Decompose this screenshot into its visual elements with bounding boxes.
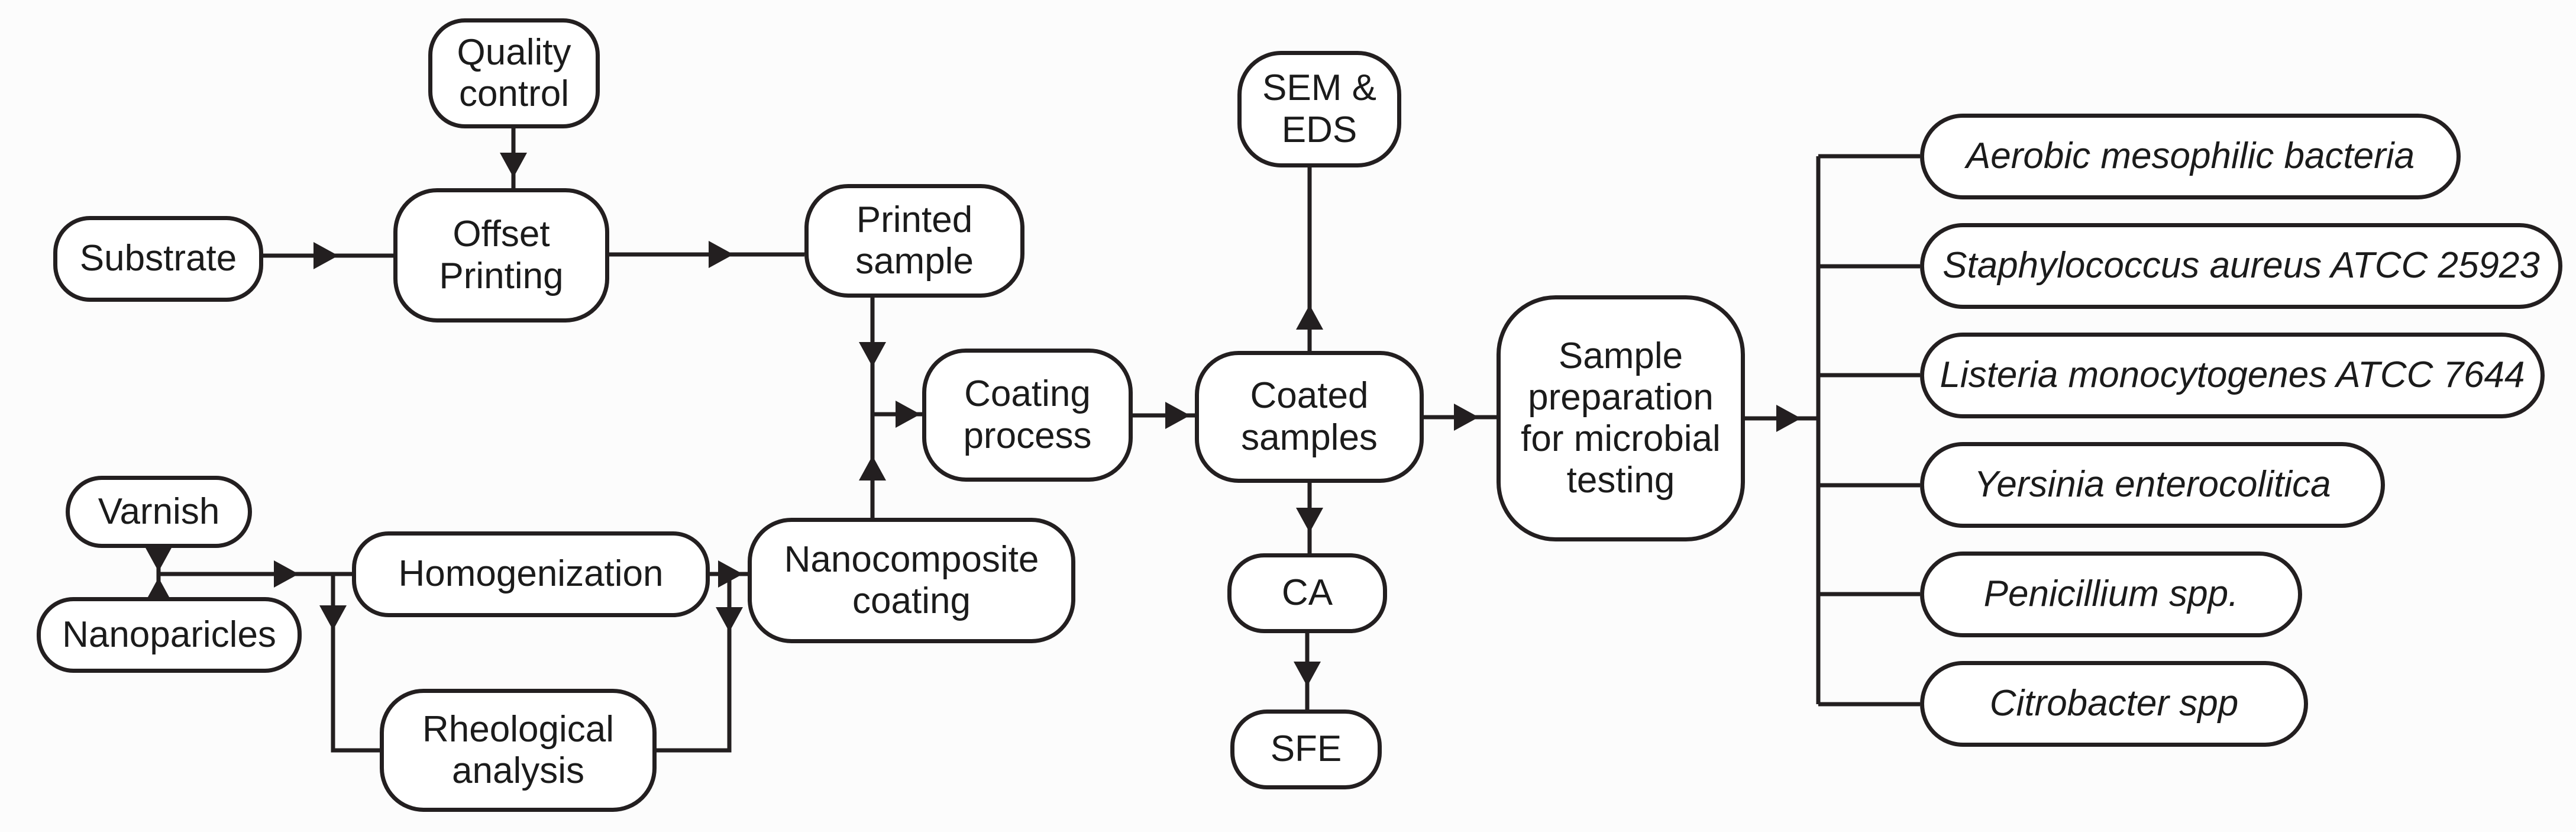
arrowhead-down-icon — [1294, 662, 1321, 686]
connector-homogenized-to-rheological — [657, 574, 732, 753]
node-sfe: SFE — [1230, 710, 1382, 789]
node-nanocomposite-coating: Nanocomposite coating — [748, 518, 1075, 643]
node-coated-samples: Coated samples — [1195, 351, 1424, 483]
node-offset-printing: Offset Printing — [393, 188, 609, 323]
arrowhead-up-icon — [859, 456, 886, 481]
connector-printed-to-coating — [870, 298, 922, 417]
node-quality-control: Quality control — [428, 18, 600, 128]
node-sem-eds: SEM & EDS — [1237, 51, 1401, 167]
node-coating-process: Coating process — [922, 349, 1133, 482]
node-nanoparicles: Nanoparicles — [37, 597, 302, 673]
arrowhead-right-icon — [1454, 404, 1479, 431]
arrowhead-right-icon — [1776, 405, 1801, 432]
node-ca: CA — [1227, 553, 1387, 633]
arrowhead-right-icon — [896, 401, 920, 428]
arrowhead-right-icon — [313, 242, 338, 269]
connector-mixture-to-rheological — [331, 574, 380, 753]
arrowhead-down-icon — [500, 153, 527, 178]
arrowhead-right-icon — [1165, 402, 1190, 429]
node-citrobacter-spp: Citrobacter spp — [1920, 661, 2308, 747]
node-rheological-analysis: Rheological analysis — [380, 689, 657, 812]
node-yersinia-enterocolitica: Yersinia enterocolitica — [1920, 442, 2385, 528]
arrowhead-up-icon — [145, 578, 172, 602]
node-penicillium-spp: Penicillium spp. — [1920, 552, 2302, 637]
node-sample-preparation: Sample preparation for microbial testing — [1497, 295, 1745, 541]
node-substrate: Substrate — [53, 216, 263, 302]
arrowhead-right-icon — [709, 241, 733, 268]
node-varnish: Varnish — [66, 476, 252, 548]
arrowhead-down-icon — [145, 547, 172, 572]
node-listeria-monocytogenes: Listeria monocytogenes ATCC 7644 — [1920, 333, 2545, 418]
node-staphylococcus-aureus: Staphylococcus aureus ATCC 25923 — [1920, 223, 2562, 309]
arrowhead-right-icon — [274, 560, 299, 588]
node-homogenization: Homogenization — [352, 531, 710, 617]
arrowhead-down-icon — [319, 605, 347, 630]
arrowhead-down-icon — [716, 607, 743, 632]
node-printed-sample: Printed sample — [804, 184, 1024, 298]
arrowhead-down-icon — [859, 342, 886, 367]
arrowhead-down-icon — [1296, 508, 1323, 533]
arrowhead-up-icon — [1296, 305, 1323, 330]
node-aerobic-mesophilic-bacteria: Aerobic mesophilic bacteria — [1920, 114, 2461, 199]
